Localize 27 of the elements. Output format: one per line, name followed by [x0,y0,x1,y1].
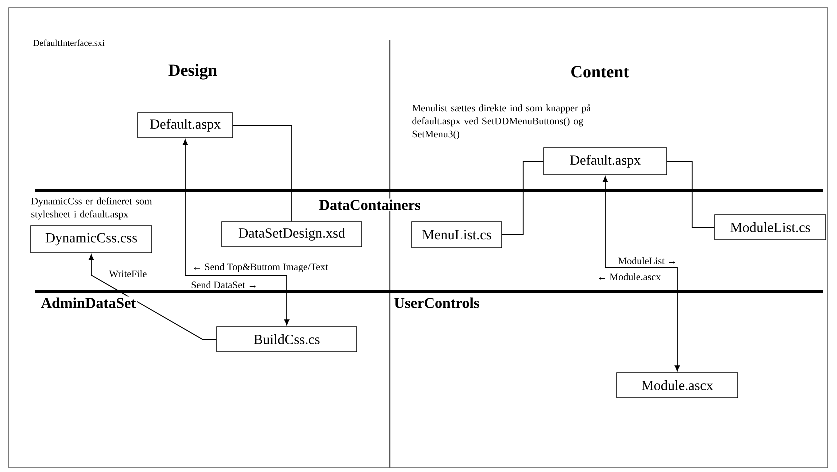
section-heading: UserControls [393,296,481,310]
edge-label: ← Send Top&Buttom Image/Text [191,262,330,274]
connector [182,140,290,326]
edge-label: ModuleList → [617,256,678,266]
edge-label: WriteFile [108,269,148,279]
file-name: DefaultInterface.sxi [33,40,105,46]
note: DynamicCss er defineret som stylesheet i default.aspx [31,198,152,220]
direction-note: Send DataSet → [192,281,256,289]
note: Menulist sættes direkte ind som knapper på default.aspx ved SetDDMenuButtons() og SetMenu3() [412,104,591,140]
section-heading: AdminDataSet [40,296,138,310]
connector [502,161,544,236]
direction-note: ← Module.ascx [599,273,661,281]
file-box: ModuleList.cs [714,214,826,240]
connector [666,161,716,228]
file-box: DataSetDesign.xsd [222,222,362,248]
file-box: Module.ascx [616,372,738,398]
file-box: BuildCss.cs [216,326,358,352]
column-heading: Content [572,66,630,78]
file-box: MenuList.cs [412,222,502,248]
connector [602,176,680,372]
file-box: Default.aspx [544,148,668,176]
file-box: Default.aspx [138,112,234,138]
section-heading: DataContainers [318,198,422,212]
connector [88,254,218,340]
column-heading: Design [168,64,218,80]
connector [232,125,292,222]
file-box: DynamicCss.css [30,226,152,254]
